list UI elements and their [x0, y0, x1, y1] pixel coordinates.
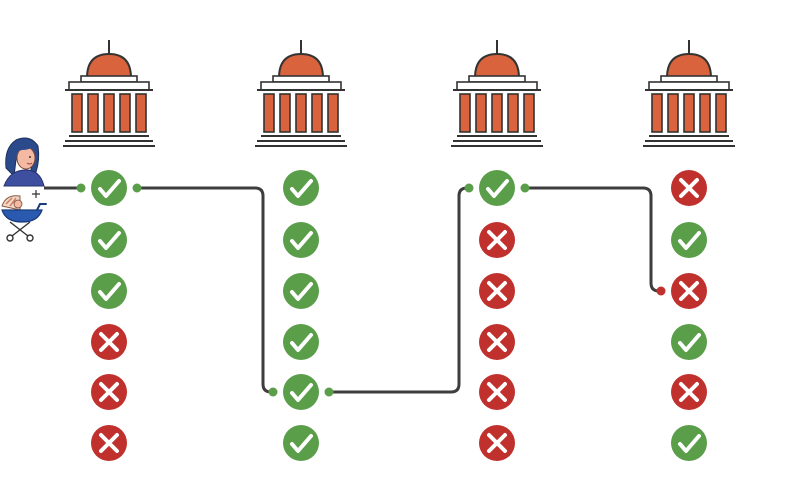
connector-dot — [132, 183, 142, 193]
cross-icon — [479, 374, 515, 410]
cross-icon — [671, 374, 707, 410]
government-building-icon — [643, 40, 735, 147]
cross-icon — [479, 222, 515, 258]
status-column — [63, 40, 155, 461]
government-building-icon — [451, 40, 543, 147]
cross-icon — [91, 324, 127, 360]
government-building-icon — [255, 40, 347, 147]
check-icon — [671, 324, 707, 360]
status-column — [451, 40, 543, 461]
connector-dot — [324, 387, 334, 397]
path-layer — [44, 183, 666, 397]
check-icon — [283, 425, 319, 461]
connector-dot — [520, 183, 530, 193]
cross-icon — [91, 425, 127, 461]
check-icon — [283, 374, 319, 410]
check-icon — [91, 273, 127, 309]
connector-dot — [464, 183, 474, 193]
check-icon — [91, 222, 127, 258]
path-segment — [525, 186, 660, 293]
status-column — [255, 40, 347, 461]
cross-icon — [479, 273, 515, 309]
cross-icon — [671, 170, 707, 206]
check-icon — [283, 273, 319, 309]
check-icon — [91, 170, 127, 206]
check-icon — [479, 170, 515, 206]
check-icon — [283, 222, 319, 258]
connector-dot — [656, 286, 666, 296]
government-building-icon — [63, 40, 155, 147]
columns-layer — [63, 40, 735, 461]
connector-dot — [268, 387, 278, 397]
check-icon — [283, 324, 319, 360]
path-segment — [329, 186, 468, 394]
parent-with-stroller-icon — [1, 137, 47, 242]
cross-icon — [91, 374, 127, 410]
status-column — [643, 40, 735, 461]
cross-icon — [671, 273, 707, 309]
check-icon — [283, 170, 319, 206]
cross-icon — [479, 324, 515, 360]
check-icon — [671, 222, 707, 258]
cross-icon — [479, 425, 515, 461]
check-icon — [671, 425, 707, 461]
path-segment — [137, 186, 272, 394]
connector-dot — [76, 183, 86, 193]
